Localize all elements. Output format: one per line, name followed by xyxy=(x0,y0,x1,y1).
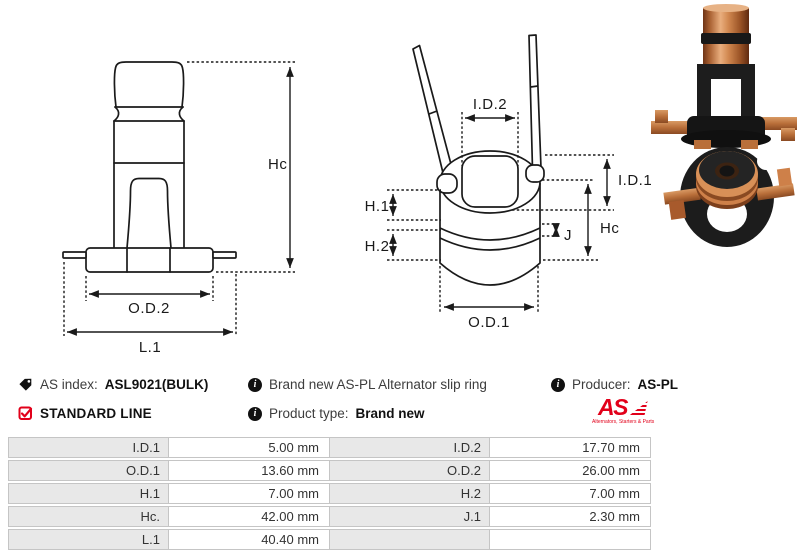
as-index-label: AS index: xyxy=(40,377,98,392)
spec-value-cell: 2.30 mm xyxy=(490,506,651,527)
as-index-row: AS index: ASL9021(BULK) xyxy=(18,377,208,392)
dim-label-hc-left: Hc xyxy=(268,156,287,173)
spec-label-cell: I.D.1 xyxy=(8,437,169,458)
check-icon xyxy=(18,406,33,420)
dim-label-hc-mid: Hc xyxy=(600,220,619,237)
as-pl-logo: AS Alternators, Starters & Parts xyxy=(592,394,655,425)
dim-label-j: J xyxy=(564,227,572,244)
info-icon: i xyxy=(551,377,565,392)
spec-label-cell: I.D.2 xyxy=(329,437,490,458)
spec-label-cell: Hc. xyxy=(8,506,169,527)
technical-drawings: Hc O.D.2 L.1 xyxy=(62,4,797,356)
as-index-value: ASL9021(BULK) xyxy=(104,377,209,392)
info-icon: i xyxy=(248,406,262,421)
dim-label-id1: I.D.1 xyxy=(618,172,652,189)
product-type-row: i Product type: Brand new xyxy=(248,406,425,421)
product-photo xyxy=(651,4,797,247)
producer-label: Producer: xyxy=(572,377,631,392)
info-icon: i xyxy=(248,377,262,392)
spec-value-cell: 5.00 mm xyxy=(169,437,330,458)
dimensions-side-view xyxy=(63,61,295,336)
spec-value-cell: 7.00 mm xyxy=(169,483,330,504)
spec-label-cell: H.1 xyxy=(8,483,169,504)
drawing-side-view xyxy=(62,61,237,273)
spec-label-cell: H.2 xyxy=(329,483,490,504)
dim-label-h1: H.1 xyxy=(365,198,390,215)
spec-value-cell: 42.00 mm xyxy=(169,506,330,527)
tag-icon xyxy=(19,378,32,391)
logo-subtext: Alternators, Starters & Parts xyxy=(592,418,655,425)
spec-label-cell: L.1 xyxy=(8,529,169,550)
spec-value-cell: 17.70 mm xyxy=(490,437,651,458)
description-row: i Brand new AS-PL Alternator slip ring xyxy=(248,377,487,392)
spec-value-cell: 26.00 mm xyxy=(490,460,651,481)
spec-value-cell: 7.00 mm xyxy=(490,483,651,504)
dimensions-perspective-view xyxy=(387,112,614,314)
producer-value: AS-PL xyxy=(637,377,679,392)
dim-label-l1: L.1 xyxy=(139,339,161,356)
spec-value-cell: 13.60 mm xyxy=(169,460,330,481)
logo-stripes-icon xyxy=(627,401,647,417)
description-text: Brand new AS-PL Alternator slip ring xyxy=(269,377,487,392)
standard-line-row: STANDARD LINE xyxy=(18,406,152,421)
spec-label-cell: O.D.1 xyxy=(8,460,169,481)
dim-label-od2: O.D.2 xyxy=(128,300,170,317)
dim-label-id2: I.D.2 xyxy=(473,96,507,113)
standard-line-label: STANDARD LINE xyxy=(40,406,152,421)
spec-value-cell xyxy=(490,529,651,550)
product-type-value: Brand new xyxy=(355,406,425,421)
spec-value-cell: 40.40 mm xyxy=(169,529,330,550)
drawing-perspective-view xyxy=(412,34,545,286)
spec-label-cell: O.D.2 xyxy=(329,460,490,481)
spec-label-cell: J.1 xyxy=(329,506,490,527)
logo-text: AS xyxy=(598,394,628,420)
dim-label-od1: O.D.1 xyxy=(468,314,510,331)
producer-row: i Producer: AS-PL xyxy=(551,377,678,392)
product-type-label: Product type: xyxy=(269,406,349,421)
spec-label-cell xyxy=(329,529,490,550)
dim-label-h2: H.2 xyxy=(365,238,390,255)
